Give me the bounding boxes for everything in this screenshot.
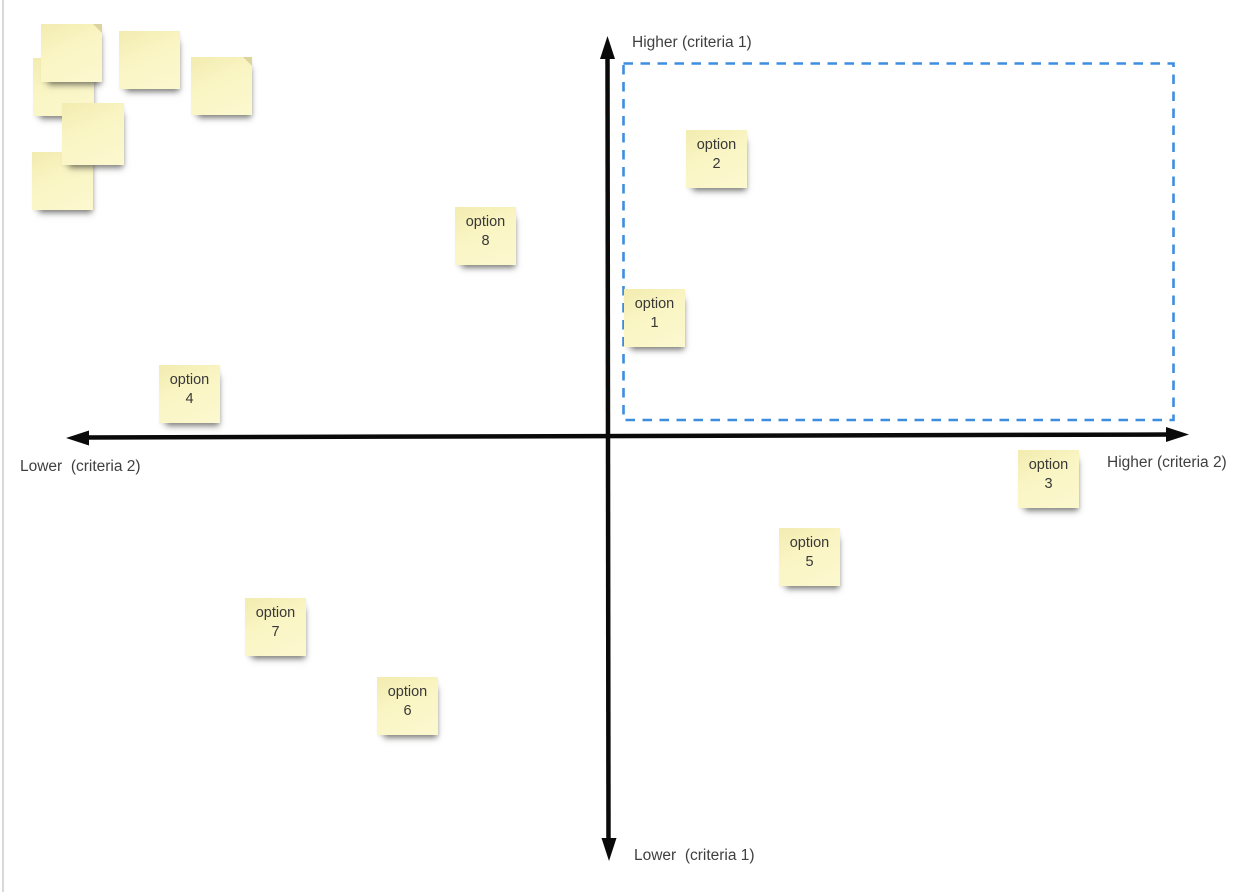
sticky-note-text-line1: option (789, 535, 830, 551)
sticky-note-blank[interactable] (119, 31, 180, 89)
sticky-note-option-8[interactable]: option 8 (455, 207, 516, 265)
sticky-note-text-line2: 4 (185, 391, 194, 407)
sticky-note-option-6[interactable]: option 6 (377, 677, 438, 735)
sticky-note-text-line2: 6 (403, 703, 412, 719)
sticky-note-text-line2: 5 (805, 554, 814, 570)
sticky-note-blank[interactable] (62, 103, 124, 165)
sticky-note-text-line1: option (465, 214, 506, 230)
sticky-note-text-line2: 3 (1044, 476, 1053, 492)
sticky-note-text-line1: option (1028, 457, 1069, 473)
sticky-note-text-line1: option (255, 605, 296, 621)
arrowhead-left (66, 430, 89, 446)
axis-label-top: Higher (criteria 1) (632, 34, 752, 51)
sticky-note-option-3[interactable]: option 3 (1018, 450, 1079, 508)
sticky-note-blank[interactable] (191, 57, 252, 115)
arrowhead-down (601, 838, 617, 861)
sticky-note-option-5[interactable]: option 5 (779, 528, 840, 586)
axis-label-right: Higher (criteria 2) (1107, 454, 1227, 471)
sticky-note-text-line1: option (387, 684, 428, 700)
sticky-note-option-7[interactable]: option 7 (245, 598, 306, 656)
priority-zone-rect[interactable] (622, 62, 1175, 422)
sticky-note-blank[interactable] (41, 24, 102, 82)
sticky-note-text-line2: 8 (481, 233, 490, 249)
arrowhead-right (1166, 427, 1189, 442)
sticky-note-text-line2: 1 (650, 315, 659, 331)
axis-label-bottom: Lower (criteria 1) (634, 847, 755, 864)
sticky-note-text-line2: 2 (712, 156, 721, 172)
x-axis (66, 427, 1189, 446)
canvas-left-border (2, 0, 4, 892)
sticky-note-text-line1: option (696, 137, 737, 153)
arrowhead-up (600, 36, 615, 59)
sticky-note-text-line1: option (169, 372, 210, 388)
sticky-note-option-4[interactable]: option 4 (159, 365, 220, 423)
sticky-note-option-1[interactable]: option 1 (624, 289, 685, 347)
sticky-note-text-line2: 7 (271, 624, 280, 640)
axis-label-left: Lower (criteria 2) (20, 458, 141, 475)
sticky-note-option-2[interactable]: option 2 (686, 130, 747, 188)
y-axis (600, 36, 617, 861)
sticky-note-text-line1: option (634, 296, 675, 312)
